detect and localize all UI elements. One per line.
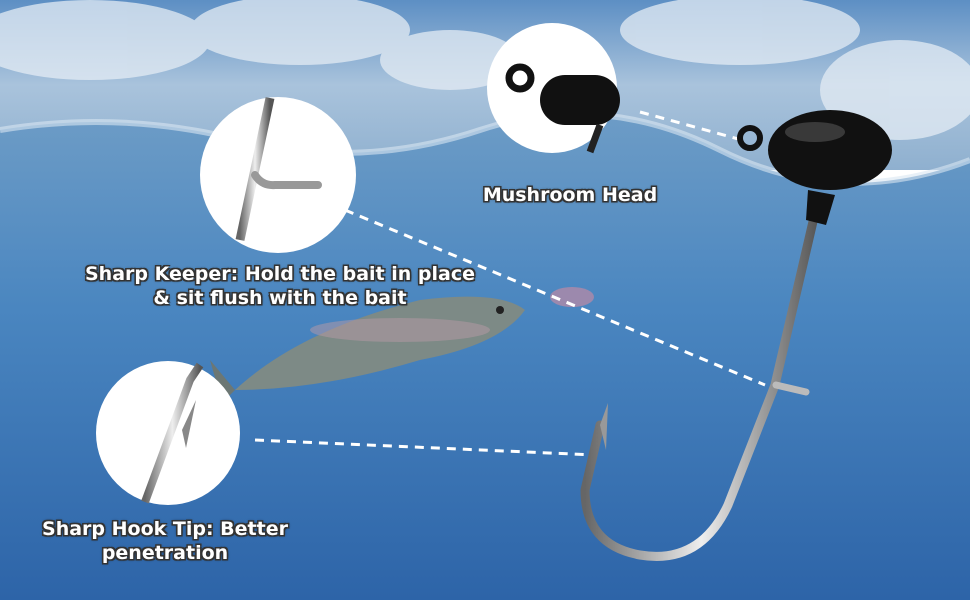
fish: [205, 287, 594, 420]
dashed-leaders: [254, 110, 766, 457]
jig-hook: [580, 110, 892, 561]
tip-text-line2: penetration: [101, 542, 229, 564]
label-sharp-hook-tip: Sharp Hook Tip: Better penetration: [20, 517, 310, 565]
clouds: [0, 0, 970, 140]
keeper-text-line1: Sharp Keeper: Hold the bait in place: [84, 263, 475, 285]
keeper-text-line2: & sit flush with the bait: [153, 287, 407, 309]
detail-circle-hook-tip: [96, 361, 240, 505]
detail-circle-mushroom-head: [487, 23, 620, 154]
tip-text-line1: Sharp Hook Tip: Better: [42, 518, 288, 540]
label-sharp-keeper: Sharp Keeper: Hold the bait in place & s…: [60, 262, 500, 310]
label-mushroom-head: Mushroom Head: [470, 183, 670, 207]
mushroom-head-text: Mushroom Head: [482, 184, 658, 206]
detail-circle-keeper: [200, 97, 356, 253]
